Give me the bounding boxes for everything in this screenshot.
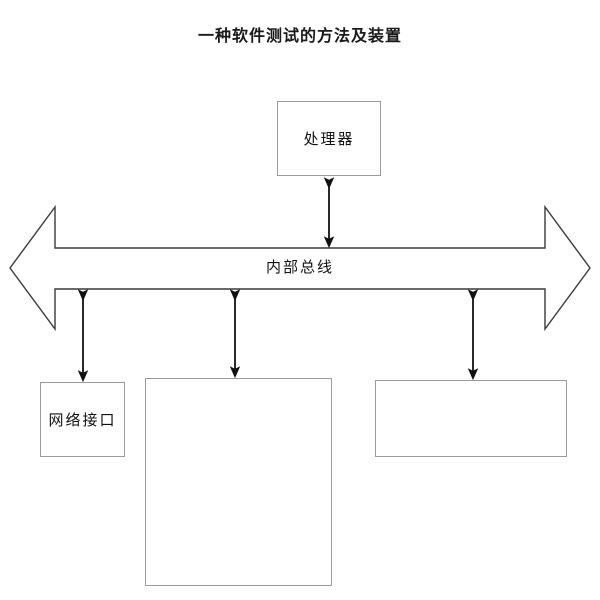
memory-container-box: 内存 软件测试的装置 xyxy=(145,378,332,586)
processor-box: 处理器 xyxy=(277,101,381,176)
diagram-title: 一种软件测试的方法及装置 xyxy=(197,26,402,45)
processor-label: 处理器 xyxy=(303,130,355,148)
network-interface-label: 网络接口 xyxy=(48,411,117,429)
nonvolatile-storage-container-box: 非易失性存储器 xyxy=(375,380,567,457)
network-interface-box: 网络接口 xyxy=(40,382,125,457)
internal-bus-label: 内部总线 xyxy=(265,258,334,276)
